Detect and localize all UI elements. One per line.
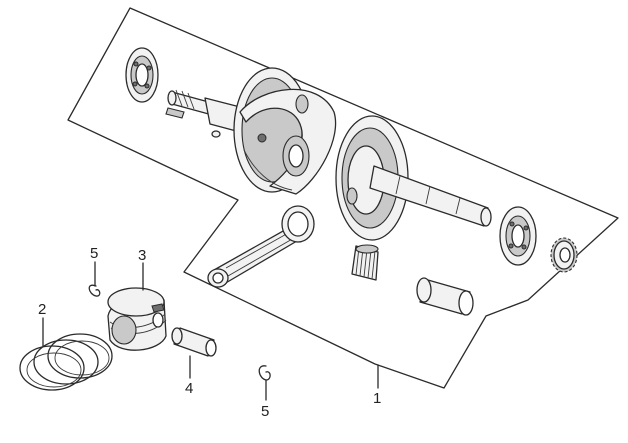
callout-1: 1 — [373, 390, 381, 407]
clip-upper[interactable] — [88, 284, 101, 297]
callout-5a: 5 — [90, 245, 98, 262]
timing-gear[interactable] — [550, 237, 578, 273]
callout-2: 2 — [38, 301, 46, 318]
right-bearing[interactable] — [499, 206, 537, 266]
connecting-rod[interactable] — [207, 205, 315, 288]
piston-pin[interactable] — [171, 327, 217, 357]
crankshaft-left-half[interactable] — [165, 67, 337, 195]
crankshaft-right-half[interactable] — [335, 115, 492, 241]
callout-5b: 5 — [261, 403, 269, 420]
callout-4: 4 — [185, 380, 193, 397]
needle-bearing[interactable] — [351, 244, 379, 281]
clip-lower[interactable] — [258, 365, 271, 381]
piston-rings[interactable] — [19, 333, 113, 391]
piston[interactable] — [107, 287, 167, 351]
left-bearing[interactable] — [125, 47, 159, 103]
crank-pin[interactable] — [416, 277, 474, 316]
callout-3: 3 — [138, 247, 146, 264]
